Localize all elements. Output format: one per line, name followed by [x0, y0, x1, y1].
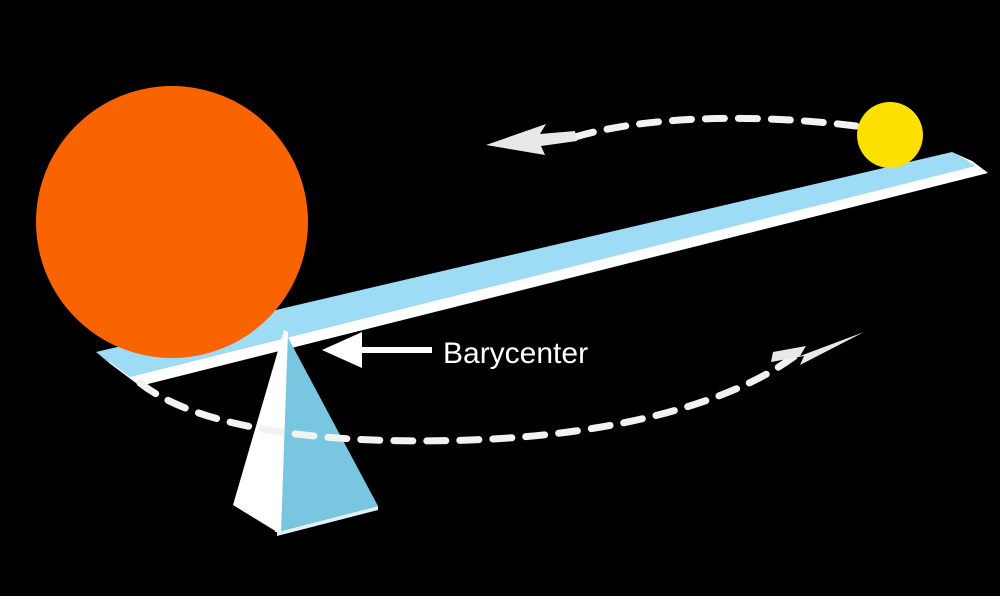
balance-beam — [96, 152, 988, 386]
orbit-path-back — [571, 114, 902, 141]
fulcrum-bottom-rim — [277, 506, 378, 536]
orbit-dash-top-arc — [571, 114, 902, 141]
large-body-circle — [36, 86, 308, 358]
barycenter-callout: Barycenter — [322, 332, 588, 370]
orbit-arrow-upper-left — [486, 124, 577, 155]
fulcrum-left-face — [233, 330, 284, 532]
beam-top-highlight — [952, 152, 988, 173]
orbit-arrow-lower-right — [771, 332, 864, 365]
orbit-path-front — [136, 348, 804, 445]
beam-top-face — [96, 152, 976, 377]
orbit-dash-bottom-arc — [136, 348, 804, 445]
fulcrum-right-face — [277, 330, 378, 532]
callout-arrow-head — [322, 332, 362, 368]
beam-left-cap — [96, 352, 140, 386]
barycenter-label: Barycenter — [443, 337, 588, 370]
small-body-circle — [857, 102, 923, 168]
